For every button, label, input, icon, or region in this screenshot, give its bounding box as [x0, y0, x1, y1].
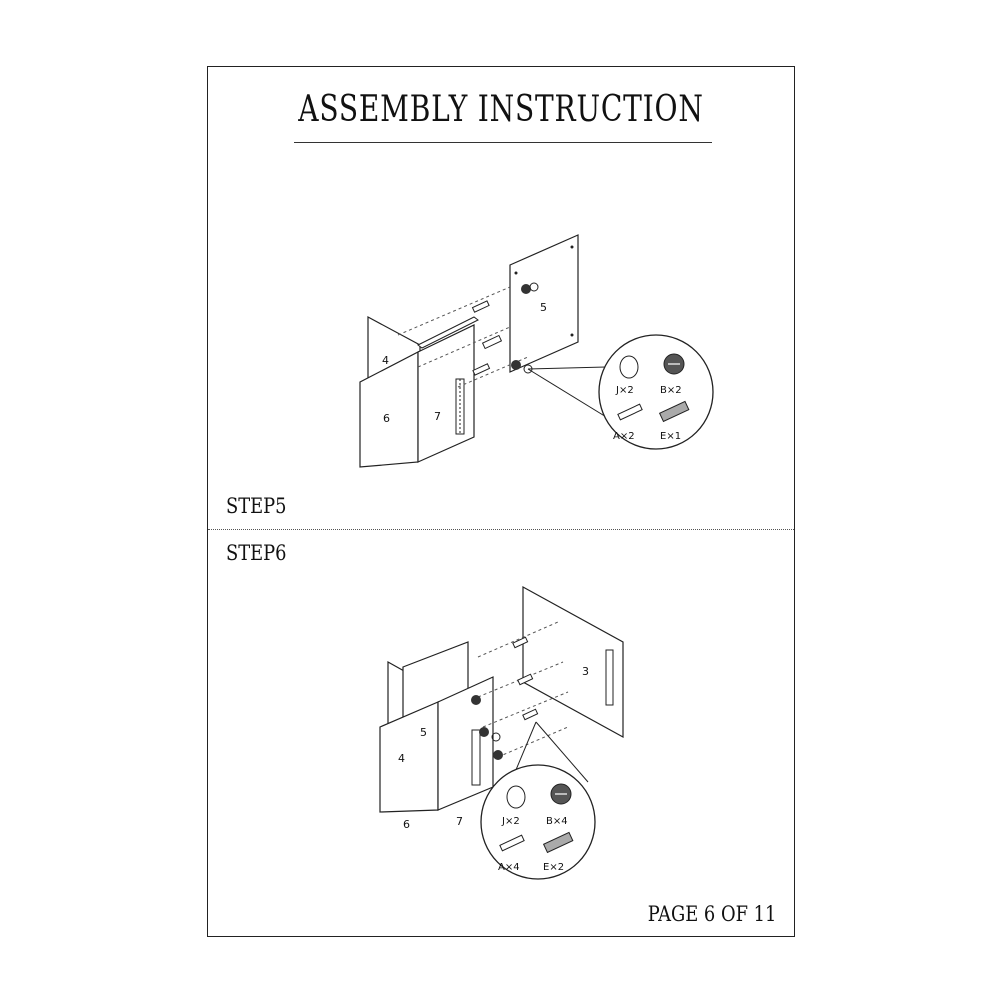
step6-panel-7: 7 — [456, 815, 463, 828]
step6-panel-3: 3 — [582, 665, 589, 678]
step6-panel-6: 6 — [403, 818, 410, 831]
part-e-icon — [542, 831, 574, 854]
step5-panel-6: 6 — [383, 412, 390, 425]
step5-diagram: 4 5 6 7 J×2 B×2 A×2 E×1 — [359, 234, 714, 468]
step5-panel-4: 4 — [382, 354, 389, 367]
step6-part-j-qty: J×2 — [501, 816, 520, 827]
part-j-icon — [506, 785, 526, 809]
step5-part-j-qty: J×2 — [615, 385, 634, 396]
step5-part-e-qty: E×1 — [660, 431, 681, 442]
step5-panel-7: 7 — [434, 410, 441, 423]
part-a-icon — [617, 403, 643, 421]
step-divider — [208, 529, 794, 530]
step6-part-b-qty: B×4 — [546, 816, 568, 827]
step5-panel-5: 5 — [540, 301, 547, 314]
step5-part-b-qty: B×2 — [660, 385, 682, 396]
step6-part-a-qty: A×4 — [498, 862, 520, 873]
step5-part-a-qty: A×2 — [613, 431, 635, 442]
title-underline — [294, 142, 712, 143]
panel-5 — [509, 234, 579, 373]
panel-3 — [522, 585, 624, 739]
part-j-icon — [619, 355, 639, 379]
step6-label: STEP6 — [226, 541, 287, 565]
part-e-icon — [658, 400, 690, 423]
step6-panel-4: 4 — [398, 752, 405, 765]
instruction-sheet: ASSEMBLY INSTRUCTION 4 — [207, 66, 795, 937]
page-number: PAGE 6 OF 11 — [647, 902, 776, 926]
step6-diagram: 3 4 5 6 7 J×2 B×4 A×4 E×2 — [379, 585, 624, 880]
part-a-icon — [499, 834, 525, 852]
step6-panel-5: 5 — [420, 726, 427, 739]
page-title: ASSEMBLY INSTRUCTION — [298, 89, 704, 130]
step6-part-e-qty: E×2 — [543, 862, 564, 873]
step5-label: STEP5 — [226, 494, 287, 518]
